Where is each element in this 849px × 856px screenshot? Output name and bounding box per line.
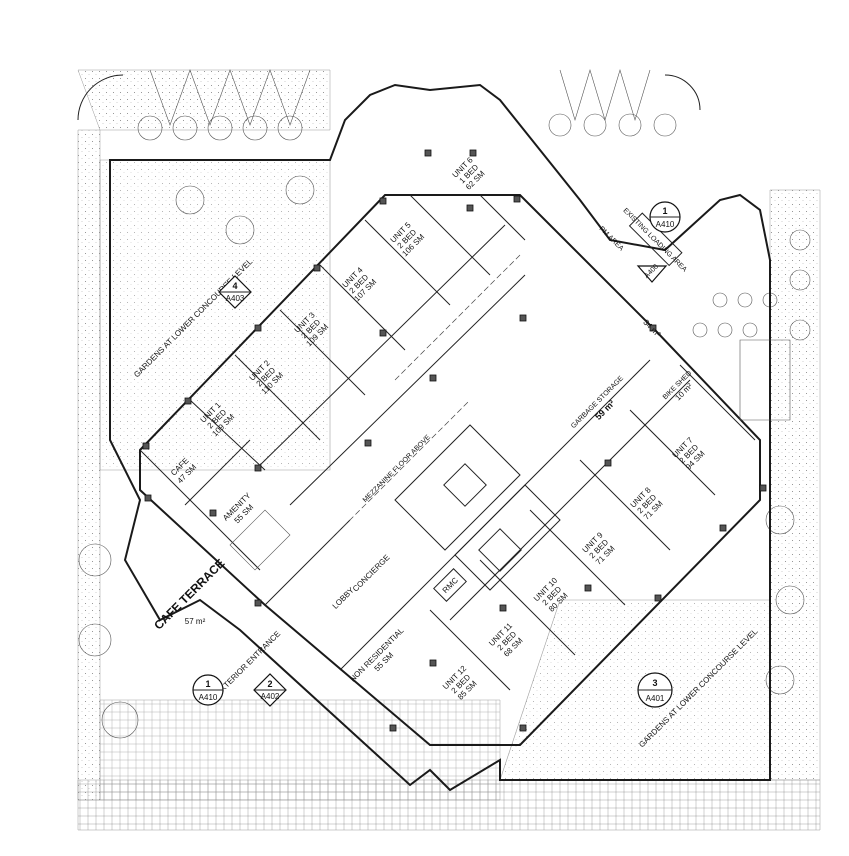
pm-area-label: PM AREA: [598, 225, 625, 252]
building-outline: [109, 83, 771, 792]
unit-8-label: UNIT 8 2 BED 71 SM: [628, 485, 664, 522]
room-name: NON RESIDENTIAL: [348, 626, 406, 684]
unit-9-label: UNIT 9 2 BED 71 SM: [580, 530, 616, 567]
section-tag: 2 A402: [253, 673, 287, 707]
section-tag: A400: [636, 263, 668, 283]
tag-sheet: A403: [226, 294, 245, 303]
tree-row-north: [137, 113, 677, 141]
section-tag: 1 A410: [649, 201, 681, 233]
tag-sheet: A410: [199, 693, 218, 702]
paved-plaza-south: [99, 699, 501, 801]
room-name: GARBAGE STORAGE: [570, 375, 625, 430]
mezzanine-label: MEZZANINE FLOOR ABOVE: [362, 434, 432, 504]
unit-6-label: UNIT 6 1 BED 62 SM: [450, 155, 486, 192]
amenity-label: AMENITY 55 SM: [221, 491, 255, 526]
tree-row-east: [692, 229, 811, 695]
planter-nw: [77, 74, 124, 121]
non-residential-label: NON RESIDENTIAL 55 SM: [348, 626, 406, 684]
tree-row-west: [78, 175, 315, 739]
tag-number: 1: [662, 206, 667, 216]
section-tags: 4 A403 1 A410 2 A402 1 A410 3 A401: [192, 201, 681, 708]
garbage-label: GARBAGE STORAGE 59 m²: [570, 375, 625, 430]
rmc-label: RMC: [433, 568, 467, 602]
tag-number: 3: [652, 678, 657, 688]
tag-sheet: A410: [656, 220, 675, 229]
tag-number: 2: [267, 679, 272, 689]
structural-columns: [142, 149, 767, 732]
section-tag: 3 A401: [637, 672, 673, 708]
central-core: [229, 254, 791, 591]
section-tag: 1 A410: [192, 674, 224, 706]
unit-7-label: UNIT 7 2 BED 94 SM: [670, 435, 706, 472]
planting-band-north: [77, 69, 331, 131]
tag-number: 1: [205, 679, 210, 689]
unit-11-label: UNIT 11 2 BED 68 SM: [487, 621, 525, 659]
unit-4-label: UNIT 4 2 BED 107 SM: [340, 265, 378, 303]
unit-12-label: UNIT 12 2 BED 85 SM: [441, 664, 479, 702]
planting-band-west: [77, 129, 101, 801]
site-landscape: [77, 68, 821, 831]
unit-10-label: UNIT 10 2 BED 80 SM: [532, 576, 570, 614]
concierge-label: CONCIERGE: [351, 553, 392, 594]
planting-band-east: [769, 189, 821, 781]
main-footprint: [139, 194, 761, 746]
section-tag: 4 A403: [218, 275, 252, 309]
tag-sheet: A401: [646, 694, 665, 703]
cafe-terrace-label: CAFE TERRACE 57 m²: [151, 556, 227, 632]
tag-number: 4: [232, 281, 237, 291]
tag-sheet: A402: [261, 692, 280, 701]
planter-ne: [664, 74, 701, 111]
unit-5-label: UNIT 5 2 BED 106 SM: [388, 220, 426, 258]
room-area: 57 m²: [185, 617, 206, 626]
